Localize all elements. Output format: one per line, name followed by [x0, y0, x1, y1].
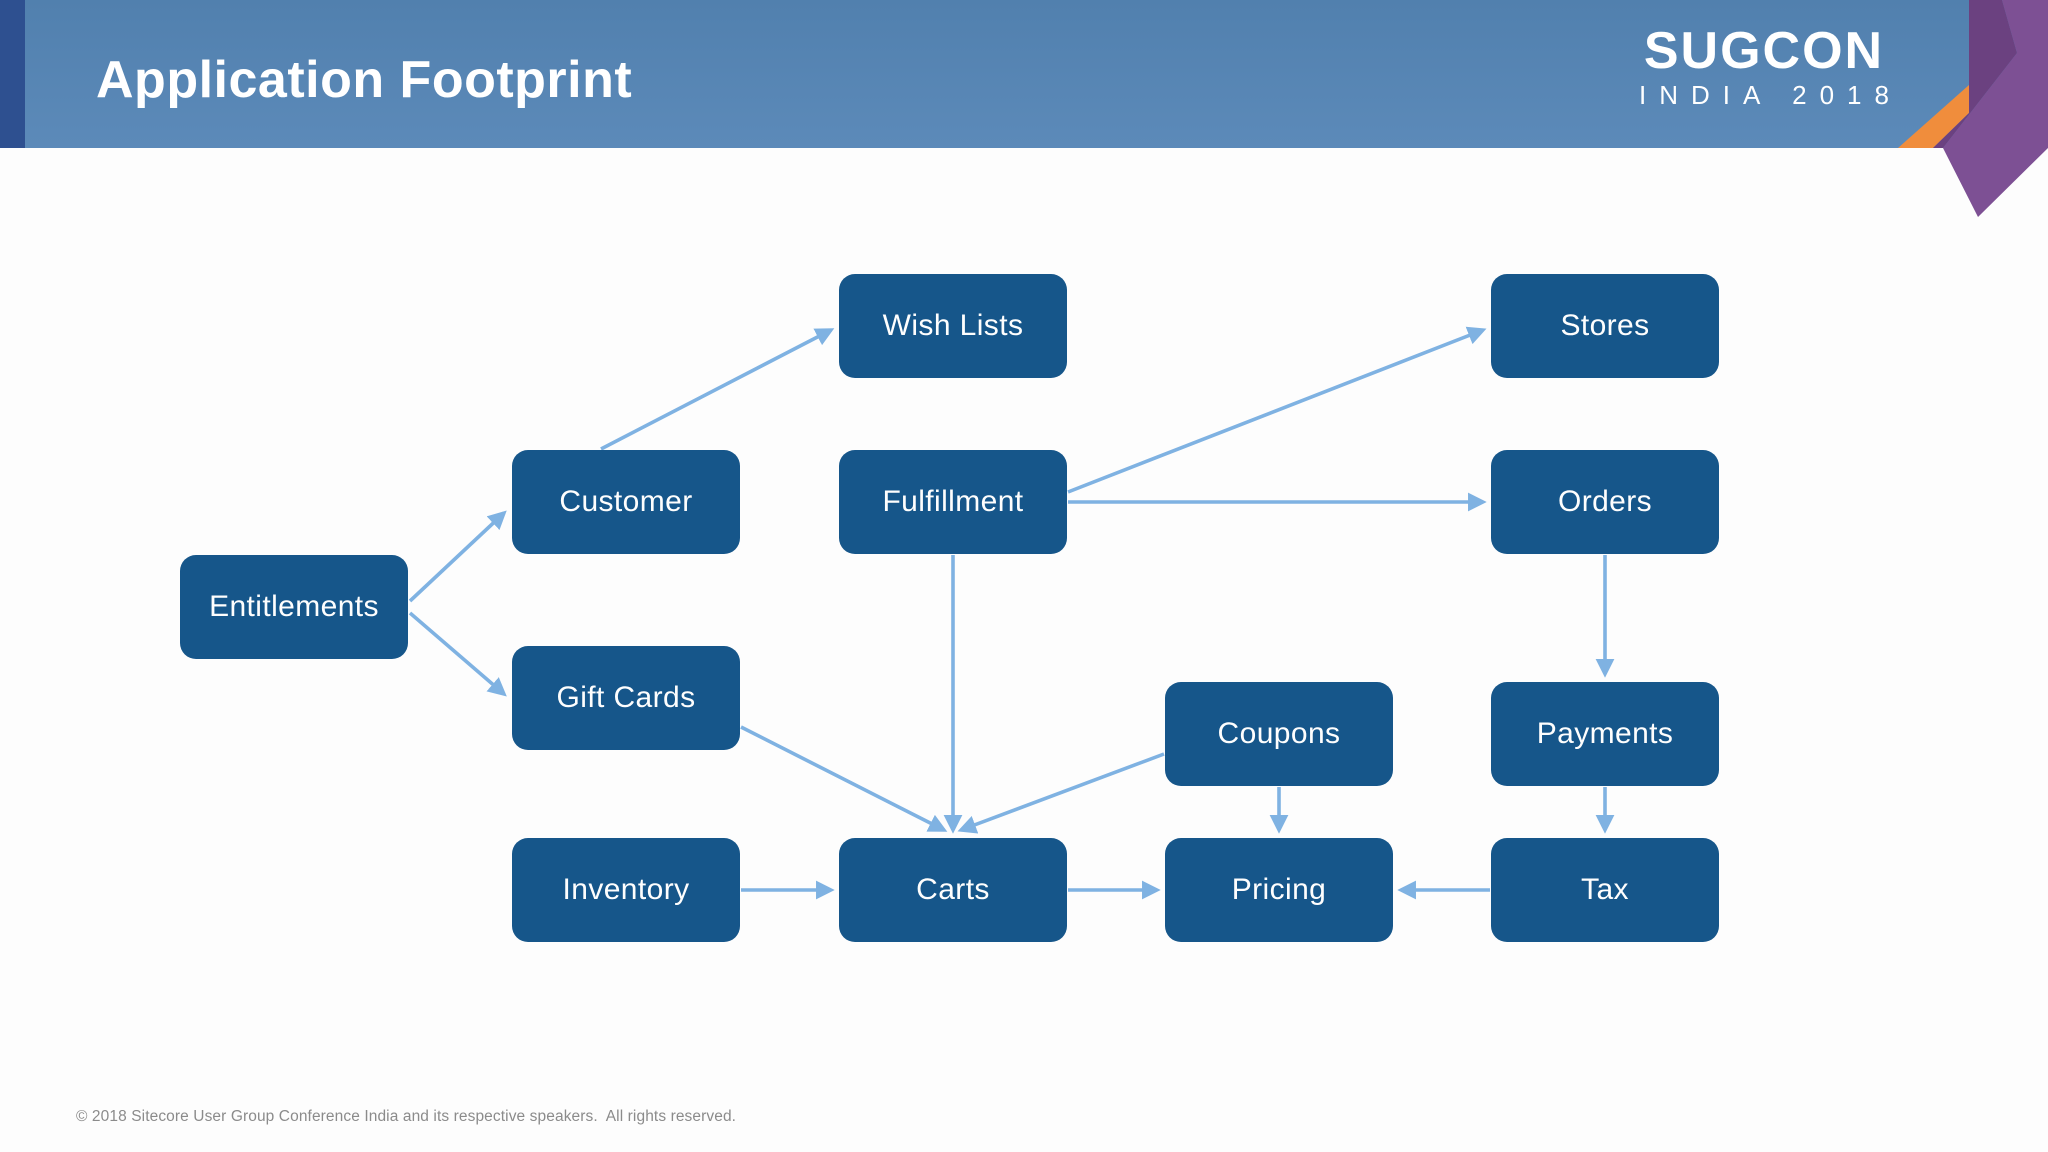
edge-customer-to-wish-lists — [600, 328, 835, 451]
node-fulfillment: Fulfillment — [839, 450, 1067, 554]
node-label: Wish Lists — [882, 309, 1024, 342]
copyright-text: © 2018 Sitecore User Group Conference In… — [76, 1108, 737, 1125]
logo-text-india-2018: INDIA 2018 — [1639, 80, 1902, 110]
node-pricing: Pricing — [1165, 838, 1393, 942]
node-label: Payments — [1536, 717, 1674, 750]
logo-text-sugcon: SUGCON — [1643, 22, 1885, 80]
node-gift-cards: Gift Cards — [512, 646, 740, 750]
node-label: Carts — [916, 873, 990, 906]
node-coupons: Coupons — [1165, 682, 1393, 786]
node-label: Orders — [1557, 485, 1653, 518]
sugcon-logo: SUGCON INDIA 2018 — [1626, 24, 1902, 110]
node-stores: Stores — [1491, 274, 1719, 378]
edge-fulfillment-to-stores — [1067, 326, 1487, 494]
node-label: Tax — [1581, 873, 1629, 906]
node-payments: Payments — [1491, 682, 1719, 786]
edge-lines — [408, 326, 1615, 900]
node-label: Coupons — [1217, 717, 1341, 750]
edge-entitlements-to-customer — [408, 510, 507, 603]
header-left-stripe — [0, 0, 25, 148]
node-label: Fulfillment — [882, 485, 1024, 518]
node-customer: Customer — [512, 450, 740, 554]
node-wish-lists: Wish Lists — [839, 274, 1067, 378]
node-inventory: Inventory — [512, 838, 740, 942]
node-entitlements: Entitlements — [180, 555, 408, 659]
node-label: Gift Cards — [556, 681, 696, 714]
page-title: Application Footprint — [96, 51, 633, 109]
node-label: Entitlements — [209, 590, 379, 623]
node-orders: Orders — [1491, 450, 1719, 554]
edge-coupons-to-carts — [957, 752, 1165, 834]
node-label: Pricing — [1231, 873, 1327, 906]
node-label: Stores — [1560, 309, 1650, 342]
edge-entitlements-to-gift-cards — [408, 611, 507, 697]
node-tax: Tax — [1491, 838, 1719, 942]
edge-gift-cards-to-carts — [740, 725, 948, 832]
node-label: Customer — [559, 485, 693, 518]
node-label: Inventory — [562, 873, 690, 906]
node-carts: Carts — [839, 838, 1067, 942]
